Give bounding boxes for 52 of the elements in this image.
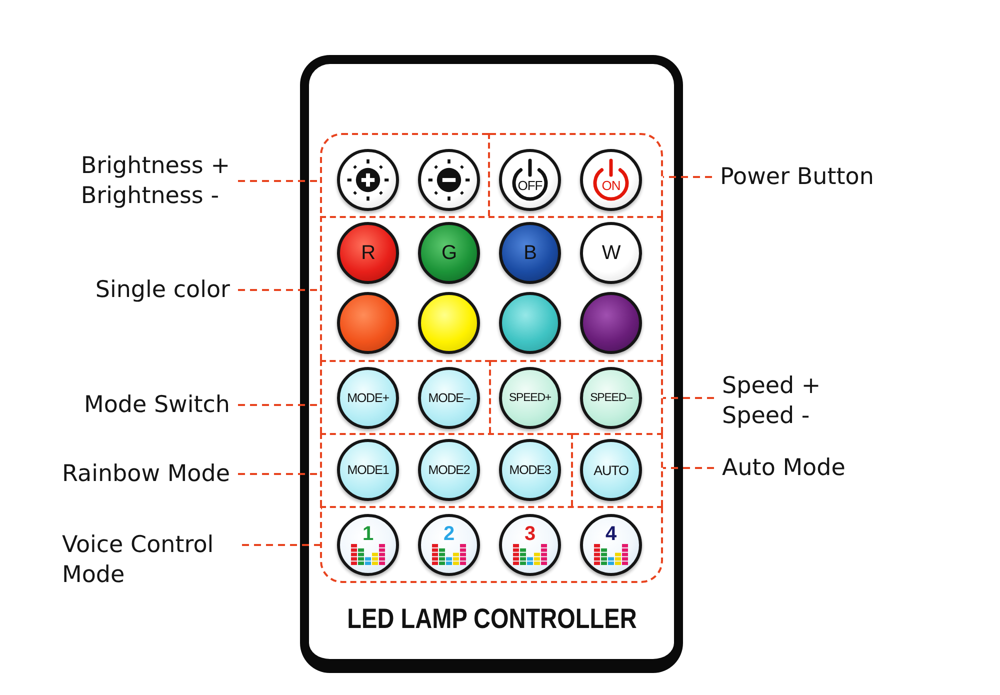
leader-line bbox=[238, 180, 320, 182]
leader-line bbox=[663, 176, 712, 178]
remote-button: OFF bbox=[499, 149, 561, 211]
callout-label: Auto Mode bbox=[722, 453, 846, 483]
callout-label: Speed - bbox=[722, 402, 810, 431]
leader-line bbox=[663, 467, 714, 469]
remote-button: ON bbox=[580, 149, 642, 211]
dashed-group-outline bbox=[320, 506, 663, 583]
callout-label: Voice Control Mode bbox=[62, 530, 234, 590]
leader-line bbox=[238, 404, 320, 406]
dashed-group-outline bbox=[320, 433, 573, 506]
leader-line bbox=[238, 289, 320, 291]
leader-line bbox=[242, 544, 320, 546]
remote-button: SPEED– bbox=[580, 367, 642, 429]
remote-button: 4 bbox=[580, 514, 642, 576]
remote-button: 3 bbox=[499, 514, 561, 576]
remote-button: 2 bbox=[418, 514, 480, 576]
remote-button: B bbox=[499, 222, 561, 284]
remote-button: 1 bbox=[337, 514, 399, 576]
leader-line bbox=[663, 397, 714, 399]
remote-button: R bbox=[337, 222, 399, 284]
remote-button: MODE1 bbox=[337, 439, 399, 501]
remote-button bbox=[580, 292, 642, 354]
dashed-group-outline bbox=[490, 133, 663, 216]
remote-button bbox=[418, 292, 480, 354]
callout-label: Mode Switch bbox=[84, 390, 230, 420]
remote-button: MODE2 bbox=[418, 439, 480, 501]
callout-label: Brightness + bbox=[80, 152, 230, 181]
remote-button: MODE– bbox=[418, 367, 480, 429]
remote-label-text: LED LAMP CONTROLLER bbox=[346, 603, 636, 635]
dashed-group-outline bbox=[320, 360, 491, 433]
callout-label: Power Button bbox=[720, 162, 874, 192]
remote-button bbox=[337, 149, 399, 211]
remote-button: G bbox=[418, 222, 480, 284]
dashed-group-outline bbox=[491, 360, 663, 433]
remote-button bbox=[337, 292, 399, 354]
remote-control-body bbox=[300, 55, 683, 673]
remote-button: MODE+ bbox=[337, 367, 399, 429]
dashed-group-outline bbox=[320, 216, 663, 360]
callout-label: Brightness - bbox=[80, 182, 220, 211]
remote-button: SPEED+ bbox=[499, 367, 561, 429]
dashed-group-outline bbox=[573, 433, 663, 506]
callout-label: Single color bbox=[95, 275, 230, 305]
callout-label: Speed + bbox=[722, 372, 821, 401]
leader-line bbox=[238, 473, 320, 475]
remote-button: W bbox=[580, 222, 642, 284]
remote-button bbox=[499, 292, 561, 354]
dashed-group-outline bbox=[320, 133, 490, 216]
remote-button: MODE3 bbox=[499, 439, 561, 501]
remote-button bbox=[418, 149, 480, 211]
callout-label: Rainbow Mode bbox=[62, 459, 230, 489]
remote-button: AUTO bbox=[580, 439, 642, 501]
